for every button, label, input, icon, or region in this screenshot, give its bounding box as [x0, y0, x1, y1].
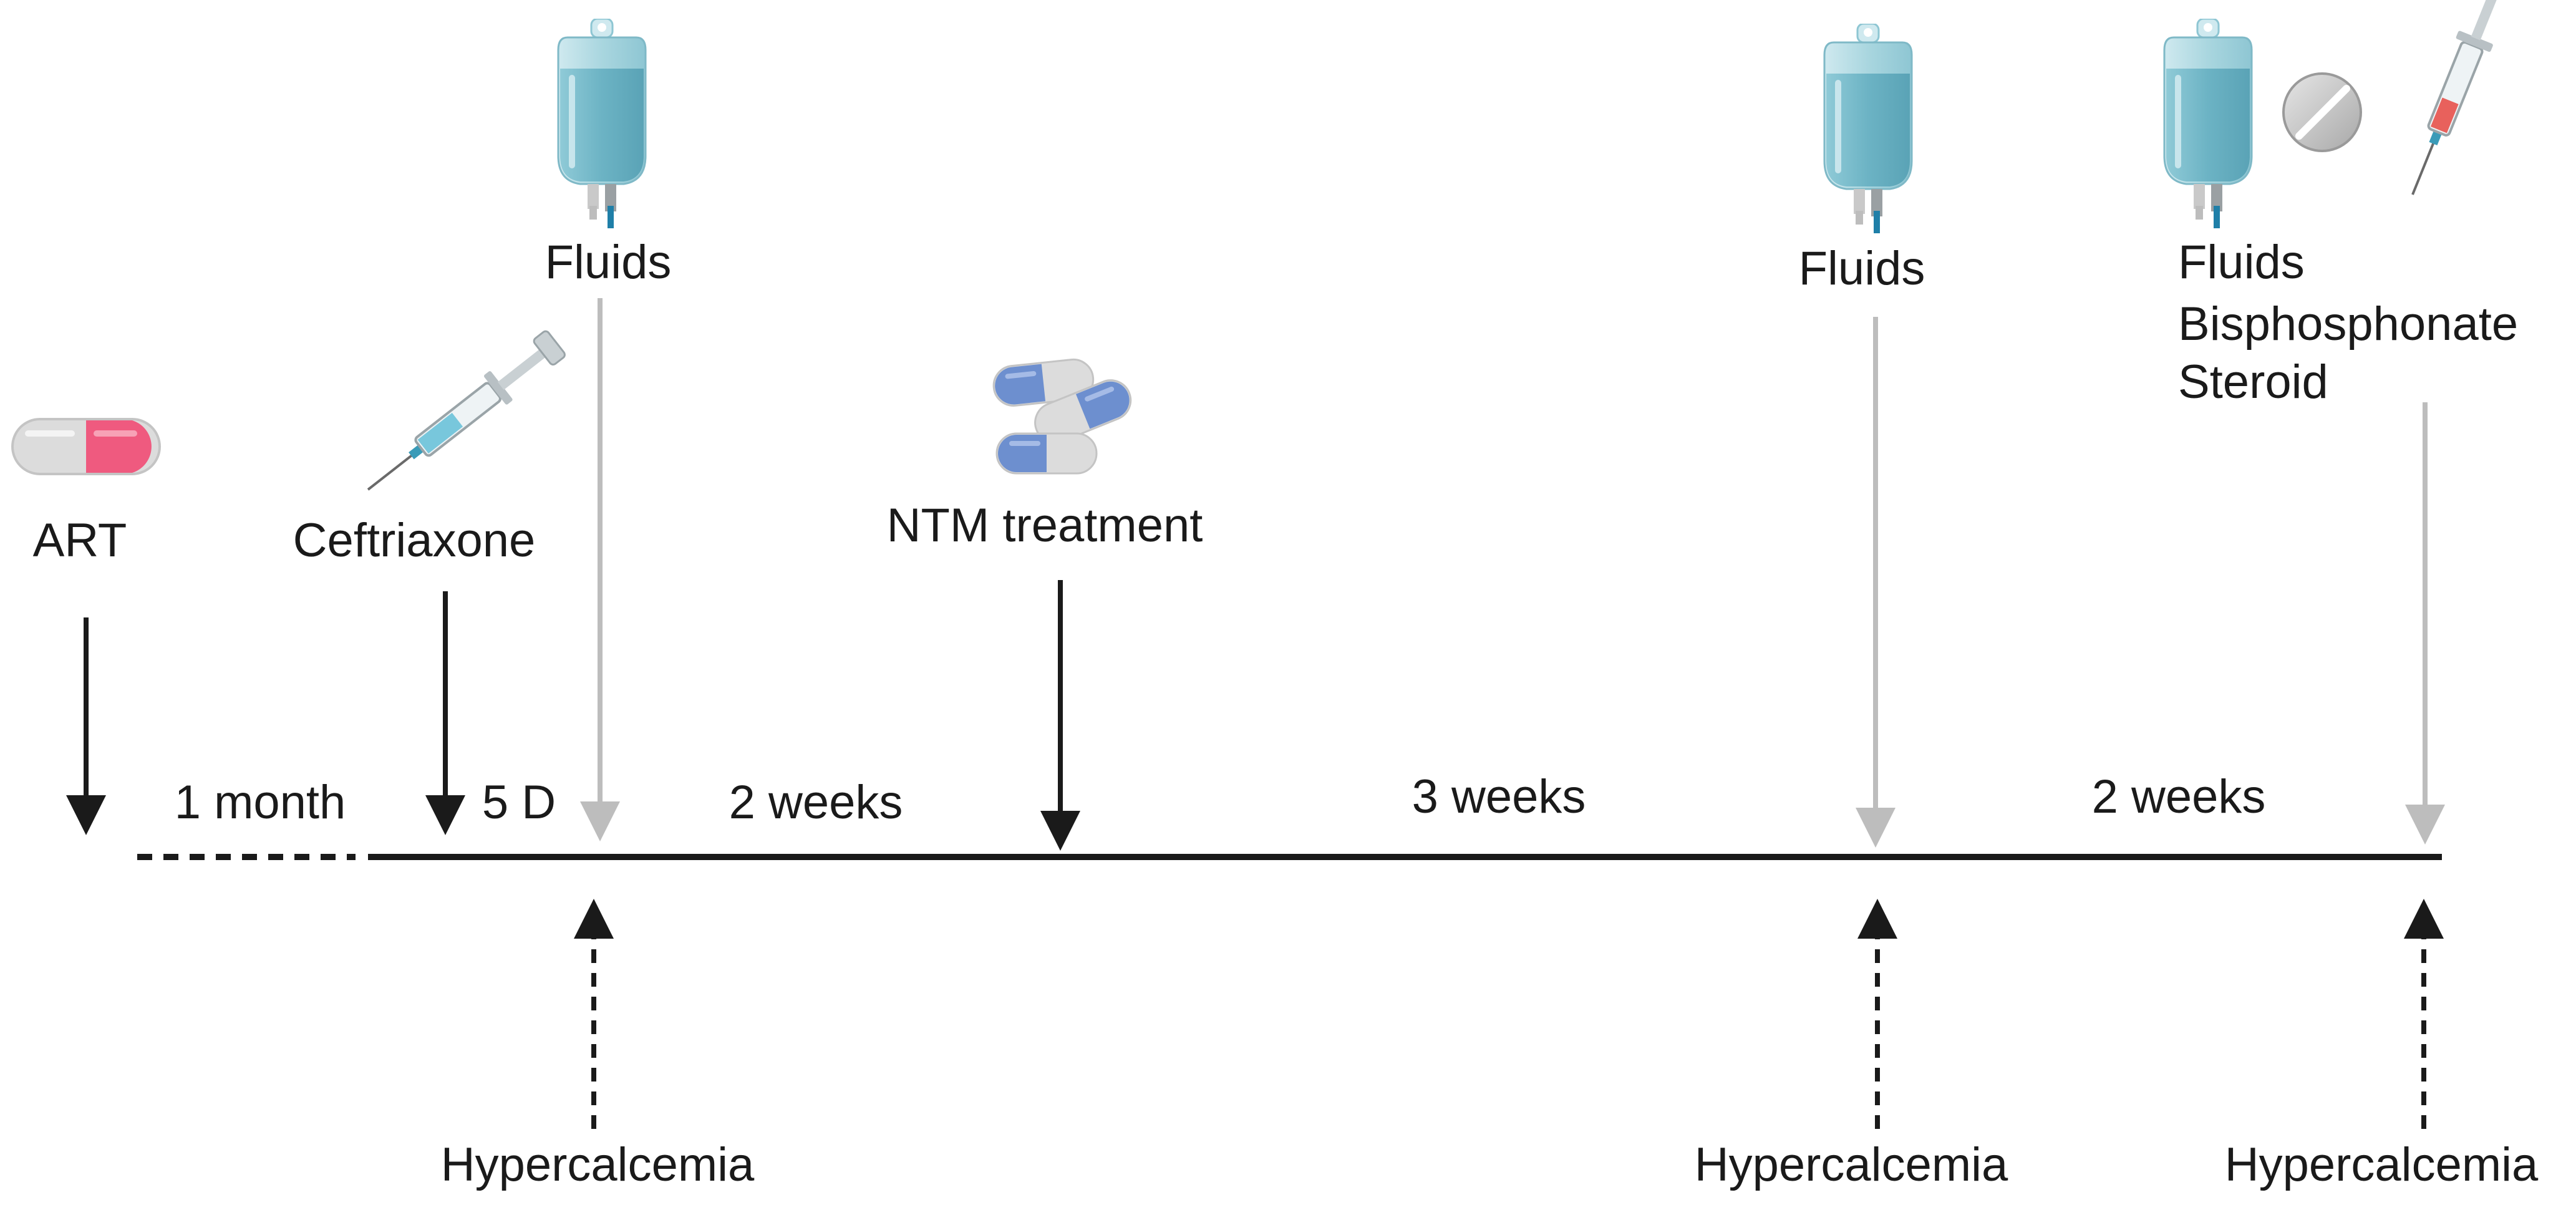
capsule-pink-icon	[11, 418, 161, 475]
fluids-label-2: Fluids	[1799, 242, 1925, 295]
combination-event: Fluids Bisphosphonate Steroid	[2163, 0, 2521, 844]
fluids-label-1: Fluids	[545, 236, 672, 289]
interval-two-weeks-b: 2 weeks	[2092, 770, 2266, 823]
combo-label-fluids: Fluids	[2178, 236, 2305, 289]
fluids-event-2: Fluids	[1799, 24, 1925, 848]
tablet-icon	[2282, 72, 2362, 152]
art-event: ART	[11, 418, 161, 835]
art-label: ART	[33, 514, 127, 567]
interval-three-weeks: 3 weeks	[1412, 770, 1586, 823]
hypercalcemia-label-1: Hypercalcemia	[441, 1138, 755, 1191]
ntm-event: NTM treatment	[887, 358, 1203, 851]
interval-five-days: 5 D	[482, 776, 556, 829]
iv-bag-icon	[557, 19, 647, 230]
fluids-event-1: Fluids	[545, 19, 672, 841]
syringe-icon	[355, 326, 569, 506]
hypercalcemia-marker-3: Hypercalcemia	[2225, 899, 2539, 1191]
hypercalcemia-marker-1: Hypercalcemia	[441, 899, 755, 1191]
ceftriaxone-label: Ceftriaxone	[293, 514, 536, 567]
hypercalcemia-label-3: Hypercalcemia	[2225, 1138, 2539, 1191]
ceftriaxone-event: Ceftriaxone	[293, 326, 569, 835]
ntm-label: NTM treatment	[887, 499, 1203, 552]
interval-two-weeks-a: 2 weeks	[729, 776, 903, 829]
syringe-icon	[2394, 0, 2521, 203]
combo-label-bisphosphonate: Bisphosphonate	[2178, 298, 2518, 351]
hypercalcemia-marker-2: Hypercalcemia	[1695, 899, 2008, 1191]
hypercalcemia-label-2: Hypercalcemia	[1695, 1138, 2008, 1191]
capsules-icon	[992, 358, 1132, 475]
interval-one-month: 1 month	[175, 776, 346, 829]
iv-bag-icon	[1823, 24, 1913, 235]
iv-bag-icon	[2163, 19, 2253, 230]
combo-label-steroid: Steroid	[2178, 356, 2328, 409]
